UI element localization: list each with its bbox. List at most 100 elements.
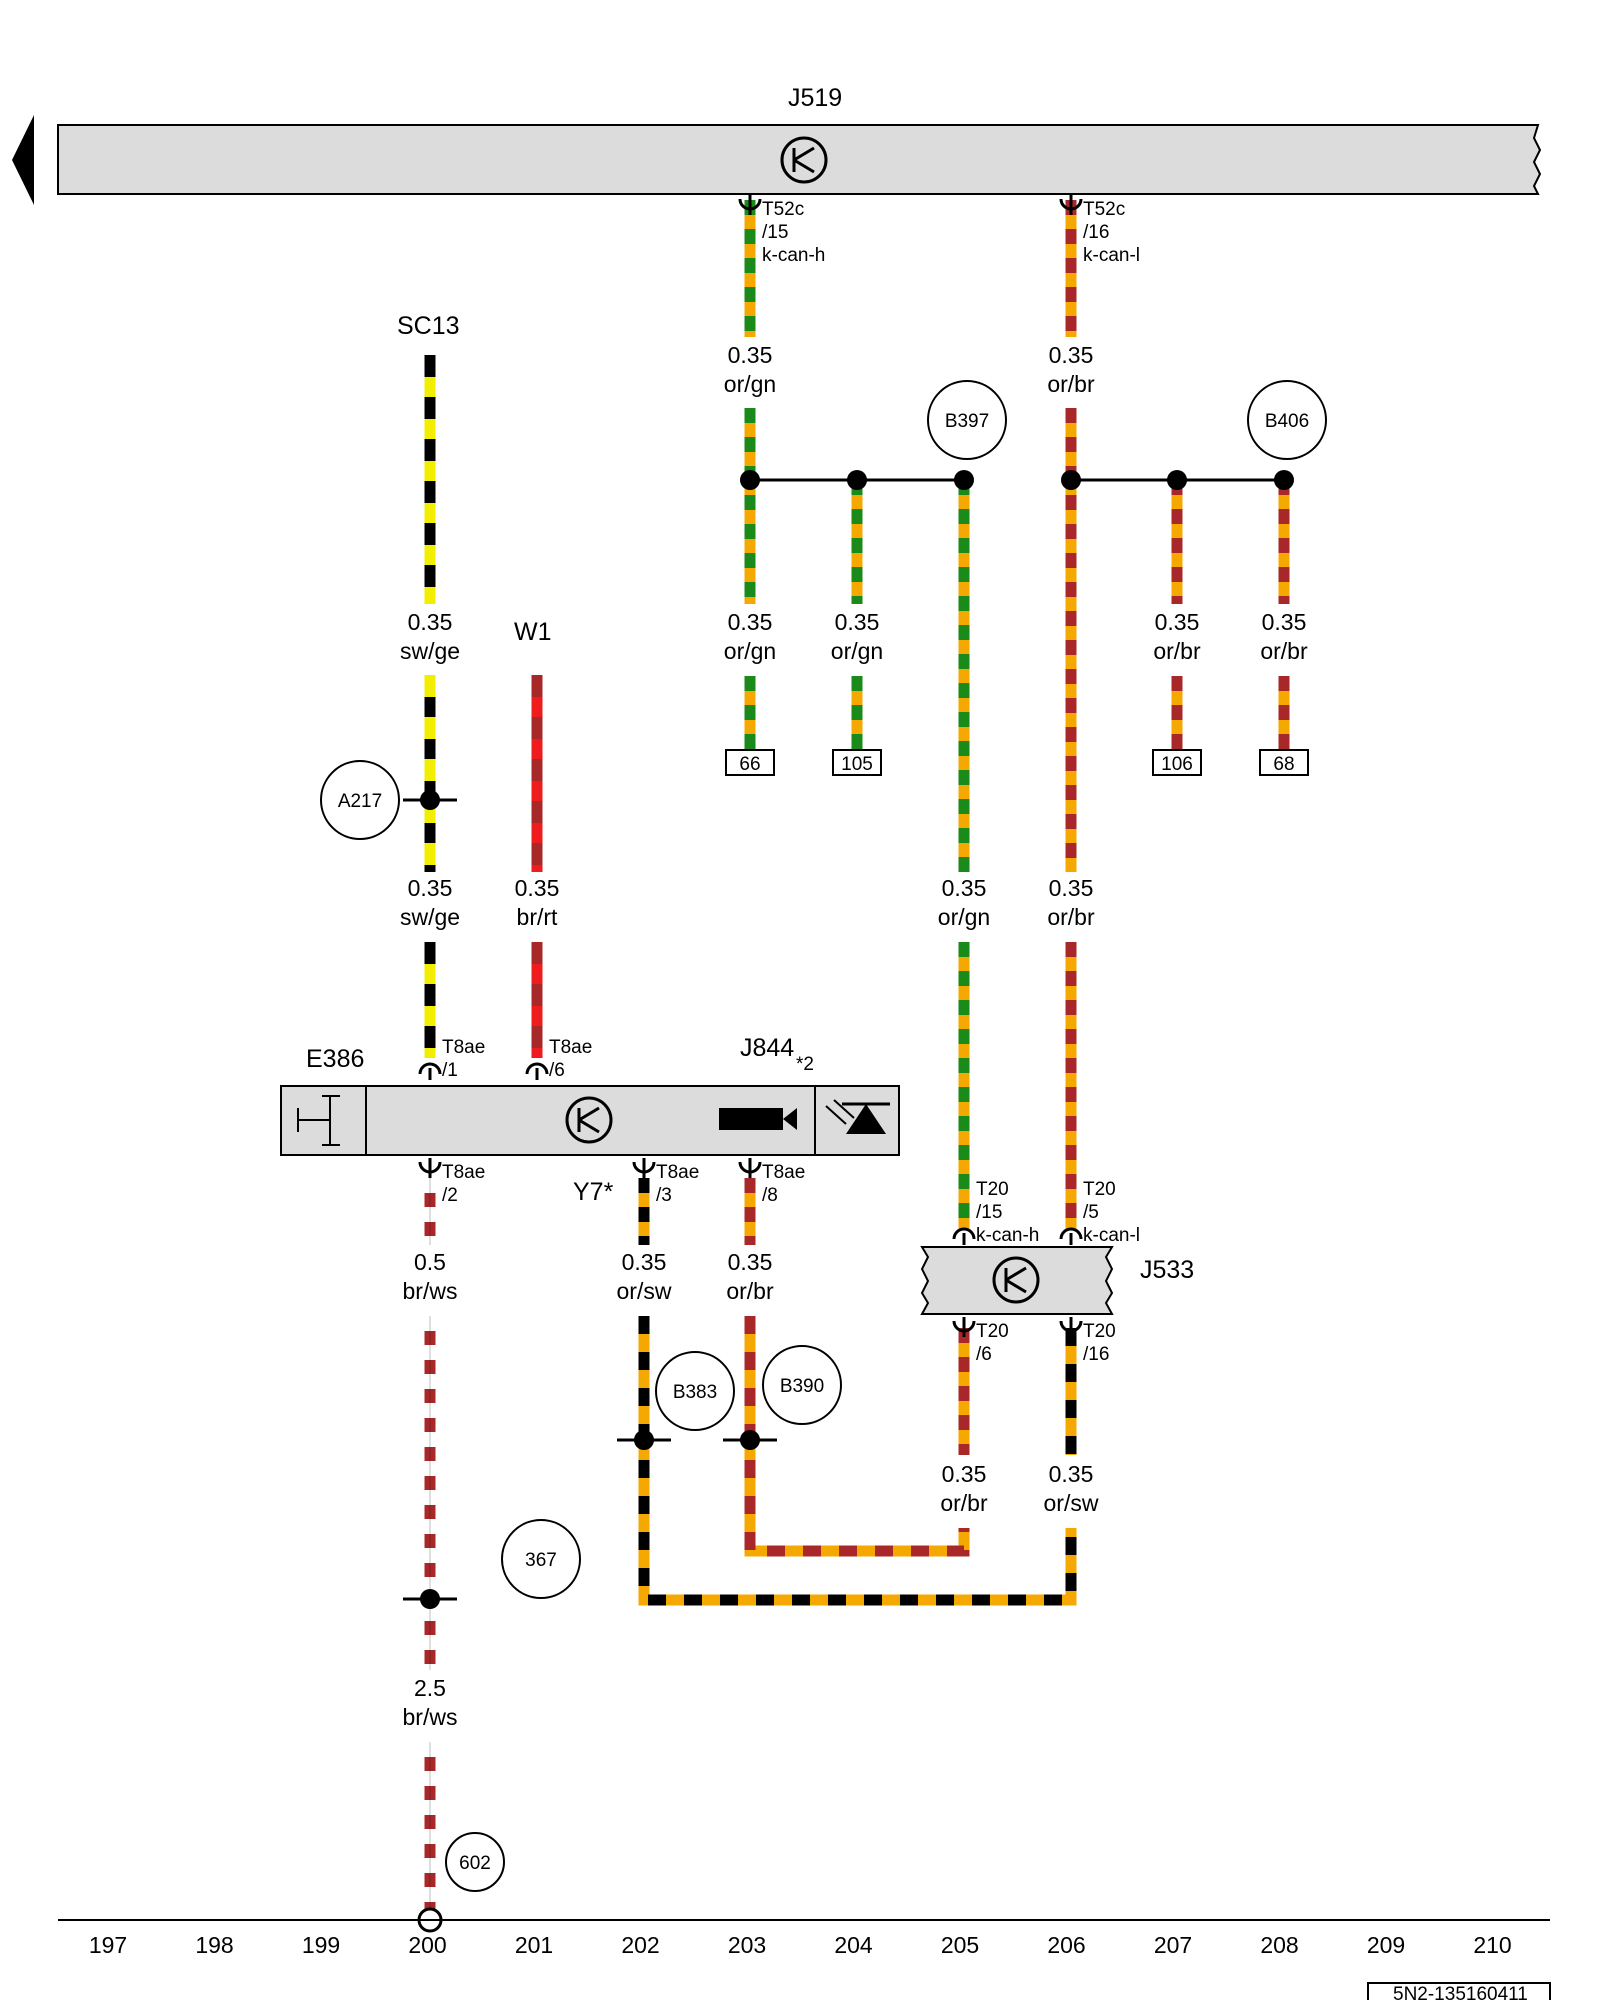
component-label-sc13: SC13 (397, 312, 460, 340)
ref-box-68 (1259, 749, 1309, 776)
axis-number: 202 (621, 1932, 659, 1958)
connector-j533_can_h-1: /15 (976, 1202, 1002, 1223)
connector-j533_can_h-2: k-can-h (976, 1225, 1039, 1246)
junction-b390-label: B390 (780, 1376, 824, 1397)
wire-gauge-w9: 0.35 (515, 875, 560, 901)
junction-b390 (762, 1345, 842, 1425)
connector-t8ae_2-0: T8ae (442, 1162, 485, 1183)
junction-602 (445, 1832, 505, 1892)
junction-602-label: 602 (459, 1853, 491, 1874)
connector-j533_6-1: /6 (976, 1344, 992, 1365)
component-label-y7: Y7* (573, 1178, 614, 1206)
connector-j519_can_h-2: k-can-h (762, 245, 825, 266)
connector-j533_can_l-0: T20 (1083, 1179, 1116, 1200)
splice-b383 (634, 1430, 654, 1450)
wire-gauge-w3: 0.35 (408, 609, 453, 635)
component-label-e386: E386 (306, 1045, 364, 1073)
ref-box-105 (832, 749, 882, 776)
component-label-j519: J519 (788, 84, 842, 112)
j519-transistor-icon (780, 136, 828, 184)
splice-367 (420, 1589, 440, 1609)
axis-number: 201 (515, 1932, 553, 1958)
wire-color-w2: or/br (1047, 371, 1095, 397)
wire-color-w4: or/gn (724, 638, 776, 664)
wire-color-w9: br/rt (517, 904, 559, 930)
connector-j519_can_h-1: /15 (762, 222, 788, 243)
j519-module-box (57, 124, 1542, 195)
wire-gauge-w6: 0.35 (1155, 609, 1200, 635)
axis-number: 199 (302, 1932, 340, 1958)
junction-367-label: 367 (525, 1550, 557, 1571)
connector-j519_can_h-0: T52c (762, 199, 804, 220)
ref-box-106-label: 106 (1161, 754, 1193, 775)
wire-color-w10: or/gn (938, 904, 990, 930)
splice-a217 (420, 790, 440, 810)
connector-j519_can_l-0: T52c (1083, 199, 1125, 220)
wire-gauge-w14: 0.35 (728, 1249, 773, 1275)
wire-gauge-w5: 0.35 (835, 609, 880, 635)
axis-number: 207 (1154, 1932, 1192, 1958)
wire-gauge-w17: 2.5 (414, 1675, 446, 1701)
ref-box-66-label: 66 (739, 754, 760, 775)
footer-code: 5N2-135160411 (1393, 1984, 1528, 2000)
camera-icon (719, 1108, 797, 1130)
connector-t8ae_3-0: T8ae (656, 1162, 699, 1183)
e386-switch-icon (297, 1095, 340, 1146)
wire-gauge-w16: 0.35 (1049, 1461, 1094, 1487)
junction-b397-label: B397 (945, 411, 989, 432)
connector-t8ae_6-0: T8ae (549, 1037, 592, 1058)
connector-j533_16-1: /16 (1083, 1344, 1109, 1365)
junction-b406 (1247, 380, 1327, 460)
wire-color-w15: or/br (940, 1490, 988, 1516)
axis-number: 205 (941, 1932, 979, 1958)
wire-gauge-w2: 0.35 (1049, 342, 1094, 368)
junction-b383-label: B383 (673, 1382, 717, 1403)
connector-t8ae_1-0: T8ae (442, 1037, 485, 1058)
connector-t8ae_6-1: /6 (549, 1060, 565, 1081)
wire-gauge-w10: 0.35 (942, 875, 987, 901)
wire-color-w14: or/br (726, 1278, 774, 1304)
wire-color-w13: or/sw (617, 1278, 672, 1304)
axis-number: 203 (728, 1932, 766, 1958)
connector-j533_can_l-1: /5 (1083, 1202, 1099, 1223)
j844-module-box (280, 1085, 900, 1156)
wire-color-w6: or/br (1153, 638, 1201, 664)
axis-number: 208 (1260, 1932, 1298, 1958)
wire-color-w1: or/gn (724, 371, 776, 397)
connector-j519_can_l-2: k-can-l (1083, 245, 1140, 266)
photodiode-icon (825, 1099, 890, 1134)
axis-number: 204 (834, 1932, 873, 1958)
connector-t8ae_3-1: /3 (656, 1185, 672, 1206)
junction-a217-label: A217 (338, 791, 382, 812)
j533-module-box (920, 1246, 1114, 1315)
connector-j533_can_h-0: T20 (976, 1179, 1009, 1200)
wire-color-w7: or/br (1260, 638, 1308, 664)
connector-j533_can_l-2: k-can-l (1083, 1225, 1140, 1246)
wire-gauge-w13: 0.35 (622, 1249, 667, 1275)
connector-j533_6-0: T20 (976, 1321, 1009, 1342)
wire-color-w17: br/ws (403, 1704, 458, 1730)
junction-a217 (320, 760, 400, 840)
wire-color-w11: or/br (1047, 904, 1095, 930)
j844-note: *2 (796, 1054, 814, 1075)
connector-j533_16-0: T20 (1083, 1321, 1116, 1342)
connector-t8ae_2-1: /2 (442, 1185, 458, 1206)
axis-number: 209 (1367, 1932, 1405, 1958)
wire-gauge-w4: 0.35 (728, 609, 773, 635)
wire-gauge-w15: 0.35 (942, 1461, 987, 1487)
connector-t8ae_8-0: T8ae (762, 1162, 805, 1183)
axis-number: 197 (89, 1932, 127, 1958)
j844-transistor-icon (565, 1096, 613, 1144)
wire-color-w5: or/gn (831, 638, 883, 664)
junction-b397 (927, 380, 1007, 460)
component-label-j533: J533 (1140, 1256, 1194, 1284)
ref-box-106 (1152, 749, 1202, 776)
wire-gauge-w11: 0.35 (1049, 875, 1094, 901)
j533-transistor-icon (992, 1256, 1040, 1304)
component-label-w1: W1 (514, 618, 552, 646)
ref-box-66 (725, 749, 775, 776)
